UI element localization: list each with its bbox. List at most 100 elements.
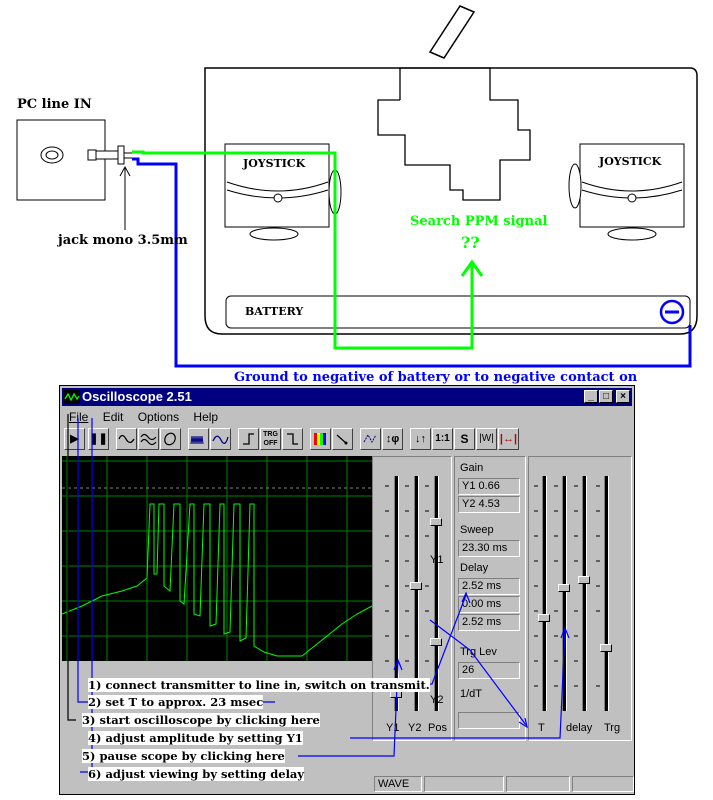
play-button[interactable]: ▶ [64,428,85,450]
close-button[interactable]: × [616,390,630,403]
pc-line-in-label: PC line IN [17,97,92,112]
measure-icon [363,433,377,444]
delay-slider-thumb[interactable] [558,584,570,592]
spectrum-icon [190,435,204,445]
menu-help[interactable]: Help [193,410,219,424]
falling-edge-icon [287,433,298,445]
minimize-button[interactable]: _ [584,390,598,403]
instruction-4: 4) adjust amplitude by setting Y1 [88,731,303,745]
delay-field-1: 2.52 ms [458,578,520,595]
search-ppm-label: Search PPM signal [410,214,548,229]
gain-label: Gain [460,462,484,474]
s-button[interactable]: S [454,428,475,450]
measure-button[interactable] [360,428,381,450]
toolbar: ▶ ❚❚ TRG OFF ↕φ ↓↑ 1:1 S |W| |↔| [64,428,630,452]
scope-app-icon [64,390,80,404]
title-bar[interactable]: Oscilloscope 2.51 _ □ × [62,388,632,406]
scope-trace [61,456,373,661]
pos-slider-thumb-2[interactable] [430,638,442,646]
rising-edge-icon [243,433,254,445]
menu-bar: File Edit Options Help [62,408,632,426]
bottom-label-trg: Trg [604,722,621,734]
sine-icon [118,434,135,444]
bottom-label-pos: Pos [428,722,447,734]
status-bar: WAVE [62,776,634,792]
phase-button[interactable]: ↕φ [382,428,403,450]
dual-wave-icon [140,433,157,446]
status-cell-2 [424,776,504,792]
y2-slider-track[interactable] [414,476,419,711]
maximize-button[interactable]: □ [599,390,613,403]
wave-view-button[interactable] [210,428,231,450]
trg-slider-track[interactable] [604,476,609,711]
menu-edit[interactable]: Edit [102,410,124,424]
jack-label: jack mono 3.5mm [58,233,188,248]
y2-slider-thumb[interactable] [410,582,422,590]
blue-wire [132,157,692,368]
trg-slider-thumb[interactable] [600,644,612,652]
dual-wave-button[interactable] [138,428,159,450]
spectrum-button[interactable] [188,428,209,450]
sine-wave-button[interactable] [116,428,137,450]
color-button[interactable] [310,428,331,450]
xy-mode-button[interactable] [160,428,181,450]
cursor-icon [336,434,348,445]
delay-fine-slider-track[interactable] [582,476,587,711]
t-slider-track[interactable] [542,476,547,711]
bottom-label-y2: Y2 [408,722,422,734]
wiring-diagram [16,5,698,368]
slider-ticks [385,485,600,687]
trigger-off-button[interactable]: TRG OFF [260,428,281,450]
trigger-rise-button[interactable] [238,428,259,450]
instruction-1: 1) connect transmitter to line in, switc… [88,678,430,692]
inv-dt-label: 1/dT [460,688,483,700]
cursor-button[interactable] [332,428,353,450]
search-question-marks: ?? [461,233,480,252]
delay-field-2: 0.00 ms [458,596,520,613]
y1-slider-track[interactable] [394,476,399,711]
sweep-label: Sweep [460,524,494,536]
pos-slider-thumb[interactable] [430,518,442,526]
transmitter-body [204,67,698,335]
trigger-fall-button[interactable] [282,428,303,450]
arrows-button[interactable]: ↓↑ [410,428,431,450]
delay-fine-slider-thumb[interactable] [578,576,590,584]
delay-slider-track[interactable] [562,476,567,711]
bottom-label-delay: delay [566,722,593,734]
slider-y1-label: Y1 [430,554,444,566]
scope-screen[interactable] [61,456,373,661]
pause-button[interactable]: ❚❚ [88,428,109,450]
t-slider-thumb[interactable] [538,614,550,622]
sweep-field: 23.30 ms [458,540,520,557]
green-wire [132,150,474,350]
joystick-left [224,143,342,241]
control-panel: Y1 Y2 Y1 Y2 Pos Gain Y1 0.66 Y2 4.53 Swe… [372,456,634,761]
instruction-6: 6) adjust viewing by setting delay [88,767,305,781]
trg-lev-field: 26 [458,662,520,679]
marker-button[interactable]: |↔| [498,428,519,450]
window-title: Oscilloscope 2.51 [82,389,192,404]
oscilloscope-window: Oscilloscope 2.51 _ □ × File Edit Option… [59,385,635,795]
pos-slider-track[interactable] [434,476,439,711]
slider-y2-label: Y2 [430,694,444,706]
joystick-right-label: JOYSTICK [599,155,662,168]
battery-label: BATTERY [245,305,304,318]
instruction-2: 2) set T to approx. 23 msec [88,695,264,709]
menu-options[interactable]: Options [137,410,180,424]
color-bars-icon [314,433,326,445]
instruction-5: 5) pause scope by clicking here [82,749,285,763]
line-in-socket [40,146,64,164]
y1-gain-field: Y1 0.66 [458,478,520,495]
status-wave: WAVE [374,776,422,792]
joystick-left-label: JOYSTICK [243,157,306,170]
bottom-label-y1: Y1 [386,722,400,734]
bottom-label-t: T [538,722,545,734]
w-button[interactable]: |W| [476,428,497,450]
inv-dt-field [458,712,520,729]
negative-terminal-icon [659,299,685,325]
menu-file[interactable]: File [69,410,89,424]
one-to-one-button[interactable]: 1:1 [432,428,453,450]
antenna [428,5,476,59]
jack-plug-icon [87,145,132,165]
wave-icon [212,435,229,444]
